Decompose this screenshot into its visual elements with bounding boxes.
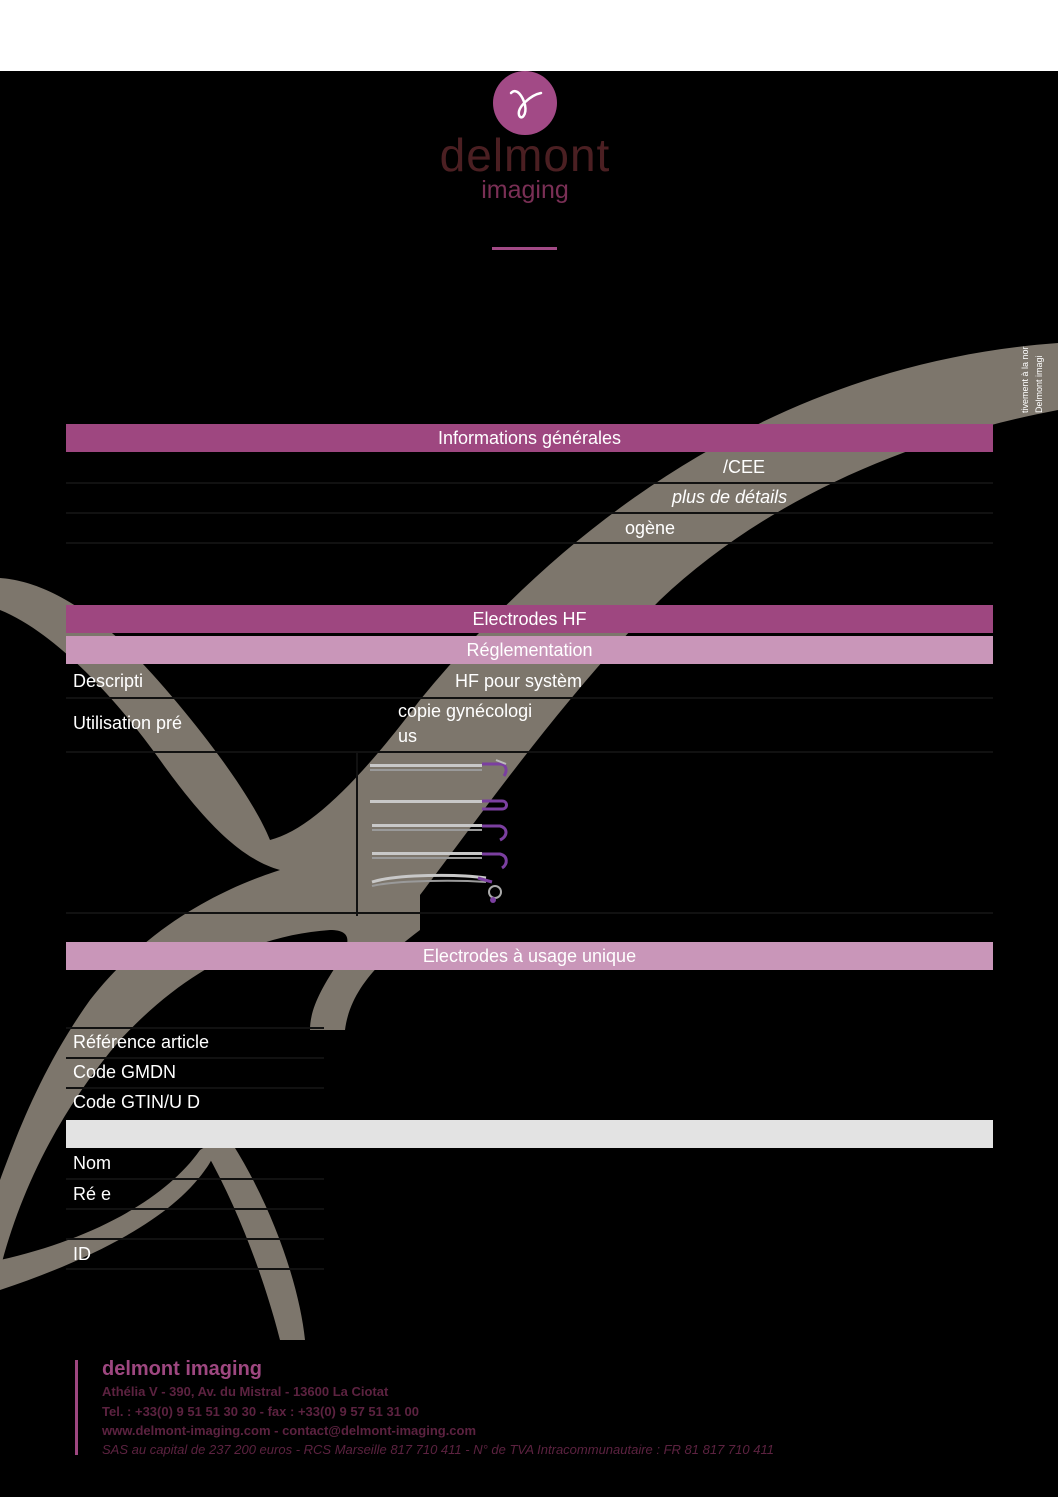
single-use-row-2-label: Code GMDN — [73, 1062, 177, 1082]
logo-swirl-icon — [509, 89, 543, 119]
section-general-header: Informations générales — [66, 424, 993, 452]
single-use-row-3-label: Code GTIN/U D — [73, 1092, 201, 1112]
footer-address: Athélia V - 390, Av. du Mistral - 13600 … — [102, 1384, 389, 1399]
row-divider — [66, 1027, 324, 1029]
side-note-line-2: Delmont imagi — [1034, 355, 1044, 413]
top-white-band — [0, 0, 1058, 71]
general-row-1-value: /CEE — [723, 457, 766, 477]
electrode-1 — [370, 759, 508, 777]
row-divider — [66, 1268, 324, 1270]
row-divider — [66, 1178, 324, 1180]
usage-value-line-2: us — [398, 726, 418, 746]
description-label: Descripti — [73, 671, 144, 691]
electrode-images — [370, 759, 508, 903]
electrode-5 — [371, 873, 502, 903]
row-divider — [66, 1057, 324, 1059]
single-use-row-1-label: Référence article — [73, 1032, 210, 1052]
footer-accent-rule — [75, 1360, 78, 1455]
section-single-use-header: Electrodes à usage unique — [66, 942, 993, 970]
row-divider — [66, 542, 993, 544]
manufacturer-header — [66, 1120, 993, 1148]
row-divider — [66, 512, 993, 514]
side-note-line-1: tivement à la nor — [1020, 346, 1030, 413]
logo-subtitle: imaging — [481, 176, 569, 204]
footer-legal: SAS au capital de 237 200 euros - RCS Ma… — [102, 1442, 774, 1457]
row-divider — [66, 912, 993, 914]
row-divider — [66, 1208, 324, 1210]
manufacturer-row-4-label: ID — [73, 1244, 91, 1264]
manufacturer-row-2-label: Ré e — [73, 1184, 112, 1204]
row-divider — [66, 697, 993, 699]
general-row-3-value: ogène — [625, 518, 676, 538]
row-divider — [66, 482, 993, 484]
usage-value-line-1: copie gynécologi — [398, 701, 533, 721]
row-divider — [66, 1238, 324, 1240]
logo-divider — [492, 247, 557, 250]
usage-label: Utilisation pré — [73, 713, 183, 733]
side-note: tivement à la nor Delmont imagi — [1018, 345, 1058, 415]
manufacturer-row-1-label: Nom — [73, 1153, 112, 1173]
section-electrodes-header: Electrodes HF — [66, 605, 993, 633]
row-divider — [66, 1087, 324, 1089]
logo-mark — [493, 71, 557, 135]
column-divider — [356, 751, 358, 916]
description-value: HF pour systèm — [455, 671, 583, 691]
footer-brand: delmont imaging — [102, 1358, 262, 1380]
logo-name: delmont — [439, 129, 611, 181]
footer-web[interactable]: www.delmont-imaging.com - contact@delmon… — [102, 1423, 477, 1438]
footer-phone: Tel. : +33(0) 9 51 51 30 30 - fax : +33(… — [102, 1404, 420, 1419]
electrode-2 — [370, 799, 508, 811]
electrode-4 — [372, 852, 508, 870]
general-row-2-value: plus de détails — [672, 487, 788, 507]
section-regulation-header: Réglementation — [66, 636, 993, 664]
electrode-3 — [372, 824, 508, 842]
row-divider — [66, 751, 993, 753]
